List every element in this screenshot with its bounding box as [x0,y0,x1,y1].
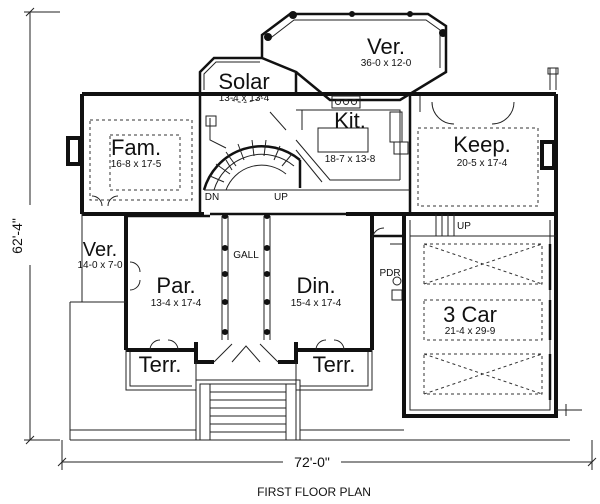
room-name-veranda-left: Ver. [83,239,117,261]
garage-corner-post [547,67,559,90]
room-size-garage: 21-4 x 29-9 [445,326,496,337]
room-name-parlor: Par. [156,273,195,298]
kitchen-details [295,95,410,191]
room-name-dining: Din. [296,273,335,298]
garage-outline [402,212,582,418]
room-name-solar: Solar [218,69,269,94]
room-name-keeping: Keep. [453,132,511,157]
room-name-terrace-left: Terr. [139,352,182,377]
width-dimension: 72'-0" [294,454,330,470]
plan-caption: FIRST FLOOR PLAN [257,485,371,499]
main-house-walls [66,92,558,364]
powder-room-details [371,214,406,301]
room-name-terrace-right: Terr. [313,352,356,377]
label-garage-stair-up: UP [457,221,471,232]
label-stair-up: UP [274,192,288,203]
room-name-kitchen: Kit. [334,108,366,133]
label-powder-room: PDR [379,268,400,279]
terrace-doors [129,261,345,363]
room-name-veranda-top: Ver. [367,34,405,59]
room-size-parlor: 13-4 x 17-4 [151,298,202,309]
depth-dimension: 62'-4" [9,218,25,254]
solar-room-outline [198,56,298,103]
room-size-family: 16-8 x 17-5 [111,159,162,170]
veranda-top-outline [260,11,448,102]
room-name-garage: 3 Car [443,302,497,327]
keeping-room-details [417,96,539,207]
label-gallery: GALL [233,250,259,261]
room-name-family: Fam. [111,135,161,160]
terrace-outlines [70,350,570,441]
room-size-keeping: 20-5 x 17-4 [457,158,508,169]
room-size-veranda-left: 14-0 x 7-0 [77,260,122,271]
gallery-colonnade [221,213,271,340]
room-size-dining: 15-4 x 17-4 [291,298,342,309]
family-room-details [89,119,193,201]
room-size-solar: 13-4 x 13-4 [219,93,270,104]
room-size-kitchen: 18-7 x 13-8 [325,154,376,165]
label-stair-down: DN [205,192,219,203]
spiral-stair [202,111,302,191]
veranda-left-outline [69,195,126,440]
dimension-lines [18,7,597,470]
room-size-veranda-top: 36-0 x 12-0 [361,58,412,69]
